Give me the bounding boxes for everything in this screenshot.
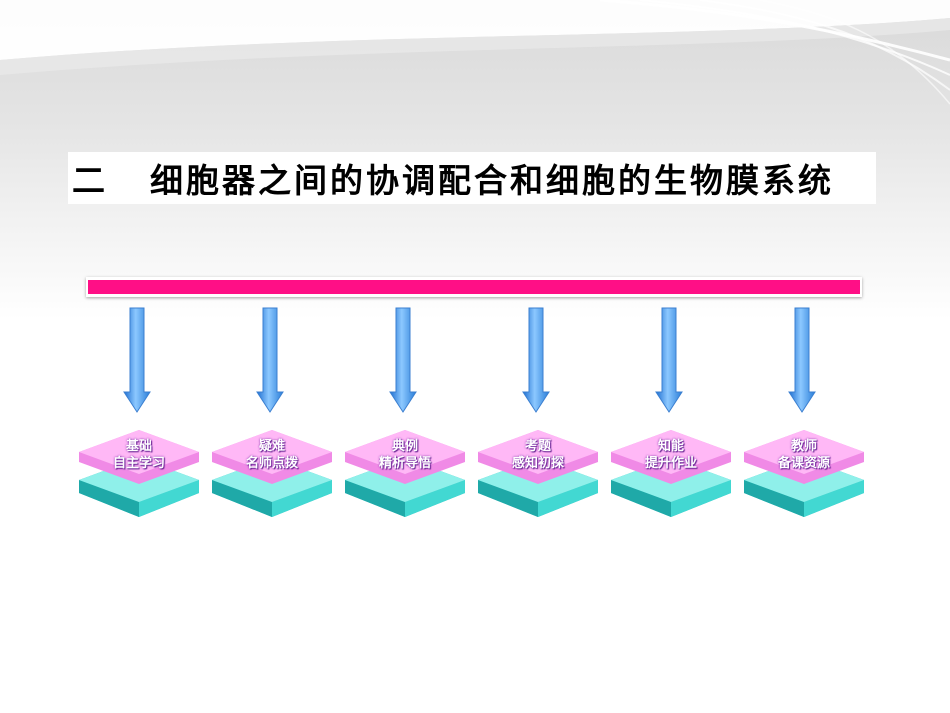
module-teacher-resources[interactable]: 教师 备课资源 <box>742 430 866 520</box>
down-arrow-icon <box>123 307 151 413</box>
module-label: 知能 提升作业 <box>644 439 697 471</box>
module-basic-self-study[interactable]: 基础 自主学习 <box>77 430 201 520</box>
module-skill-homework[interactable]: 知能 提升作业 <box>609 430 733 520</box>
down-arrow-icon <box>788 307 816 413</box>
down-arrow-icon <box>655 307 683 413</box>
slide-title: 二 细胞器之间的协调配合和细胞的生物膜系统 <box>68 152 876 204</box>
stacked-tile-icon <box>345 430 465 517</box>
stacked-tile-icon <box>611 430 731 517</box>
down-arrow-icon <box>389 307 417 413</box>
module-example-analysis[interactable]: 典例 精析导悟 <box>343 430 467 520</box>
module-label: 典例 精析导悟 <box>378 439 431 471</box>
connector-bar-fill <box>88 280 860 294</box>
stacked-tile-icon <box>744 430 864 517</box>
down-arrow-icon <box>522 307 550 413</box>
module-expert-guidance[interactable]: 疑难 名师点拨 <box>210 430 334 520</box>
title-number: 二 <box>72 161 108 200</box>
stacked-tile-icon <box>478 430 598 517</box>
module-exam-preview[interactable]: 考题 感知初探 <box>476 430 600 520</box>
background-swoosh <box>0 0 950 105</box>
stacked-tile-icon <box>212 430 332 517</box>
title-text: 细胞器之间的协调配合和细胞的生物膜系统 <box>150 161 834 200</box>
stacked-tile-icon <box>79 430 199 517</box>
module-label: 教师 备课资源 <box>777 439 830 471</box>
connector-bar <box>86 277 862 297</box>
down-arrow-icon <box>256 307 284 413</box>
module-label: 基础 自主学习 <box>112 439 165 471</box>
module-label: 疑难 名师点拨 <box>245 439 298 471</box>
module-label: 考题 感知初探 <box>511 439 564 471</box>
